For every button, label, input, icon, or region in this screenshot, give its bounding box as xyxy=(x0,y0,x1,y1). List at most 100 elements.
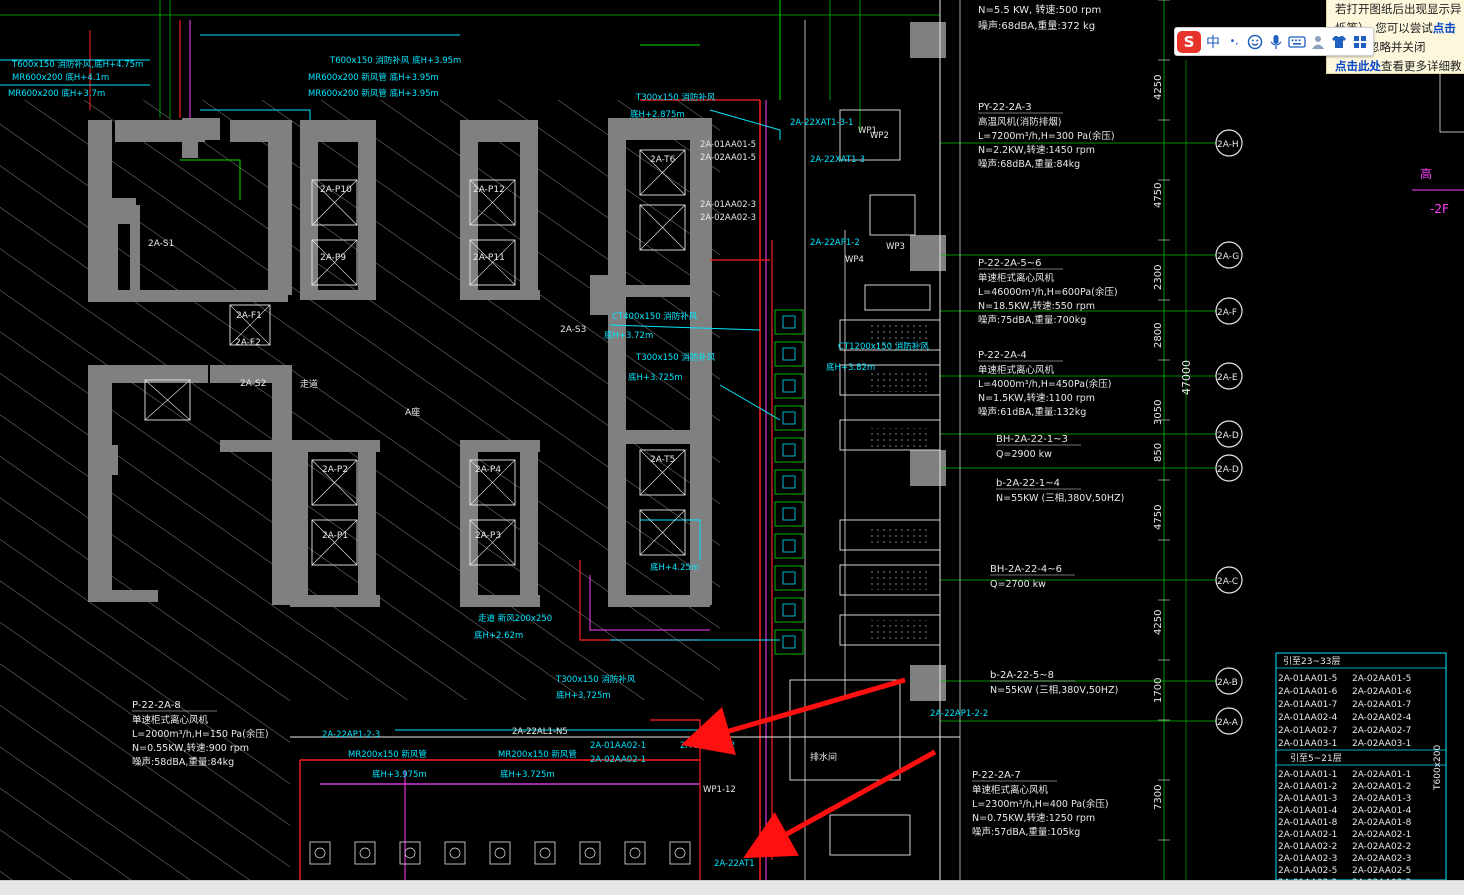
green-line xyxy=(180,159,241,200)
shaft-box xyxy=(311,179,358,226)
wall-block xyxy=(88,590,158,602)
duct-label: MR600x200 新风管 底H+3.95m xyxy=(308,88,439,99)
equipment-spec: 单速柜式离心风机 xyxy=(132,714,209,726)
shaft-box xyxy=(639,149,686,196)
dimension-text: 4250 xyxy=(1153,75,1164,100)
riser-table-cell: 2A-02AA02-4 xyxy=(1352,713,1412,723)
riser-table-cell: 2A-01AA02-2 xyxy=(1278,842,1337,852)
equipment-tag: WP3 xyxy=(886,242,905,252)
equipment-tag: P-22-2A-4 xyxy=(978,350,1027,361)
grid-icon[interactable] xyxy=(1351,31,1369,53)
equipment-hatch xyxy=(870,372,930,392)
duct-unit-inner xyxy=(782,315,796,329)
ime-mode-button[interactable]: 中 xyxy=(1206,34,1220,51)
shaft-cross xyxy=(311,179,358,226)
room-label: 2A-S3 xyxy=(560,325,586,335)
riser-table-cell: 2A-02AA02-1 xyxy=(1352,830,1411,840)
room-label: 2A-S1 xyxy=(148,239,174,249)
room-label: 2A-P12 xyxy=(473,185,505,195)
equipment-tag: 2A-02AA02-3 xyxy=(700,213,756,223)
equipment-tag: P-22-2A-8 xyxy=(132,700,181,711)
equipment-tag: 2A-22XAT1-3-1 xyxy=(790,118,853,128)
duct-unit-inner xyxy=(782,571,796,585)
duct-unit xyxy=(774,437,804,463)
shaft-cross xyxy=(311,239,358,286)
duct-label: 底H+3.725m xyxy=(556,690,611,701)
wall-block xyxy=(610,118,710,140)
equipment-tag: 2A-02AA01-5 xyxy=(700,153,756,163)
shaft-box xyxy=(311,519,358,566)
wall-block xyxy=(910,22,946,58)
riser-table-cell: 2A-02AA03-1 xyxy=(1352,739,1411,749)
equipment-spec: Q=2900 kw xyxy=(996,449,1052,460)
fan-unit-circle xyxy=(629,847,641,859)
duct-cyan xyxy=(200,109,311,120)
wall-block xyxy=(88,120,112,200)
fan-unit xyxy=(309,841,331,865)
mic-icon[interactable] xyxy=(1267,31,1285,53)
user-icon[interactable] xyxy=(1309,31,1327,53)
wall-block xyxy=(910,665,946,701)
fan-unit xyxy=(399,841,421,865)
shaft-box xyxy=(144,379,191,421)
equipment-box xyxy=(839,419,941,451)
equipment-tag: 2A-02AA02-1 xyxy=(590,755,646,765)
shirt-icon[interactable] xyxy=(1330,31,1348,53)
duct-label: T300x150 消防补风 xyxy=(635,92,716,103)
equipment-tag: WP1 xyxy=(858,126,877,136)
notice-link-click[interactable]: 点击 xyxy=(1432,21,1456,35)
ime-toolbar[interactable]: S 中 •, xyxy=(1174,27,1374,56)
equipment-spec: N=2.2KW,转速:1450 rpm xyxy=(978,144,1095,156)
keyboard-icon[interactable] xyxy=(1288,31,1306,53)
grid-bubble-label: 2A-H xyxy=(1217,140,1239,150)
red-arrow-upper xyxy=(680,677,906,756)
equipment-spec: Q=2700 kw xyxy=(990,579,1046,590)
riser-table-cell: 2A-01AA01-1 xyxy=(1278,770,1337,780)
shaft-cross xyxy=(469,239,516,286)
equipment-tag: 2A-22XAT1-3 xyxy=(810,155,865,165)
wall-block xyxy=(610,285,710,297)
grid-bubble xyxy=(1215,241,1243,269)
wall-block xyxy=(272,365,292,605)
riser-table-cell: 2A-02AA01-7 xyxy=(1352,700,1411,710)
wall-block xyxy=(182,118,198,158)
riser-table-cell: 2A-01AA02-3 xyxy=(1278,854,1337,864)
room-label: 2A-F1 xyxy=(236,311,262,321)
equipment-box xyxy=(839,564,941,596)
wall-block xyxy=(460,120,535,142)
duct-label: 底H+2.875m xyxy=(630,109,685,120)
dimension-text: 2300 xyxy=(1153,265,1164,290)
dimension-text: 7300 xyxy=(1153,785,1164,810)
grid-bubble-label: 2A-B xyxy=(1217,678,1238,688)
shaft-box xyxy=(469,179,516,226)
ime-punct-button[interactable]: •, xyxy=(1229,36,1239,47)
dimension-text: 1700 xyxy=(1153,678,1164,703)
equipment-box xyxy=(839,319,941,351)
room-label: A座 xyxy=(405,406,420,418)
fan-unit-circle xyxy=(404,847,416,859)
notice-link-more[interactable]: 点击此处 xyxy=(1335,59,1381,73)
equipment-spec: 噪声:58dBA,重量:84kg xyxy=(132,756,234,768)
grid-bubble-label: 2A-E xyxy=(1217,373,1238,383)
grid-bubble xyxy=(1215,566,1243,594)
equipment-tag: 2A-01AA02-1 xyxy=(590,741,646,751)
duct-cyan xyxy=(709,109,781,140)
shaft-cross xyxy=(639,509,686,556)
wall-block xyxy=(460,290,540,300)
duct-unit-inner xyxy=(782,507,796,521)
duct-unit xyxy=(774,501,804,527)
dimension-text: 2800 xyxy=(1153,323,1164,348)
equipment-tag: BH-2A-22-4~6 xyxy=(990,564,1062,575)
riser-table-cell: 2A-02AA01-1 xyxy=(1352,770,1411,780)
grid-bubble xyxy=(1215,362,1243,390)
equipment-note: 噪声:68dBA,重量:372 kg xyxy=(978,19,1095,32)
emoji-icon[interactable] xyxy=(1246,31,1264,53)
equipment-spec: L=2000m³/h,H=150 Pa(余压) xyxy=(132,728,269,740)
sogou-logo-icon[interactable]: S xyxy=(1177,30,1201,53)
duct-magenta xyxy=(589,575,710,631)
riser-table-cell: 2A-01AA03-1 xyxy=(1278,739,1337,749)
equipment-tag: 2A-22AP1-2 xyxy=(810,238,860,248)
riser-table-cell: 2A-02AA03-2 xyxy=(1352,878,1411,880)
